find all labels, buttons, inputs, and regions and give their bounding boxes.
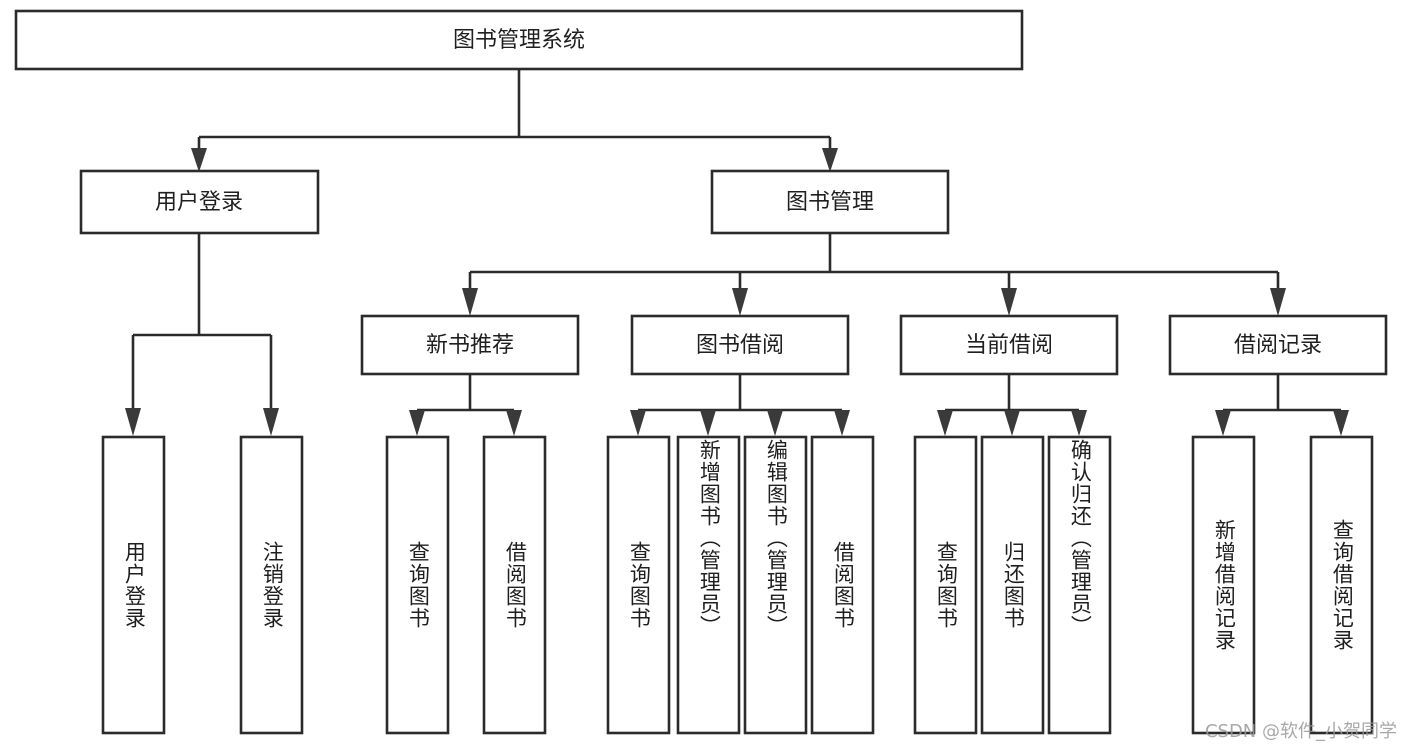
leaf-box-edit-book[interactable] bbox=[743, 435, 808, 735]
leaf-box-logout[interactable] bbox=[239, 435, 304, 735]
node-user-login-label: 用户登录 bbox=[155, 190, 243, 215]
node-book-borrow-label: 图书借阅 bbox=[696, 333, 784, 358]
node-book-borrow[interactable]: 图书借阅 bbox=[630, 314, 850, 376]
arrow-head-leaf-return-book bbox=[1004, 410, 1020, 436]
leaf-box-query-book-3[interactable] bbox=[913, 435, 978, 735]
node-current-borrow-label: 当前借阅 bbox=[965, 333, 1053, 358]
arrow-head-to-book-borrow bbox=[732, 288, 748, 316]
arrow-head-leaf-edit-book bbox=[767, 410, 783, 436]
leaf-box-add-record[interactable] bbox=[1191, 435, 1256, 735]
node-borrow-record-box[interactable] bbox=[1168, 314, 1388, 376]
node-book-manage-label: 图书管理 bbox=[786, 190, 874, 215]
arrow-head-to-borrow-record bbox=[1270, 288, 1286, 316]
arrow-head-leaf-query-book-3 bbox=[937, 410, 953, 436]
node-user-login[interactable]: 用户登录 bbox=[79, 169, 320, 235]
connector-group-user-login-to-leaves bbox=[125, 233, 279, 436]
connector-group-book-borrow-to-leaves bbox=[630, 374, 850, 436]
leaf-box-query-book-2[interactable] bbox=[606, 435, 671, 735]
watermark-text: CSDN @软件_小贺同学 bbox=[1204, 721, 1397, 742]
node-current-borrow[interactable]: 当前借阅 bbox=[899, 314, 1119, 376]
node-borrow-record-label: 借阅记录 bbox=[1234, 333, 1322, 358]
node-current-borrow-box[interactable] bbox=[899, 314, 1119, 376]
arrow-head-leaf-borrow-book-1 bbox=[506, 410, 522, 436]
arrow-head-leaf-query-record bbox=[1333, 410, 1349, 436]
connector-group-root-to-level2 bbox=[191, 69, 838, 172]
node-root-box[interactable] bbox=[14, 9, 1024, 71]
arrow-head-to-current-borrow bbox=[1001, 288, 1017, 316]
arrow-head-leaf-add-book bbox=[700, 410, 716, 436]
node-borrow-record[interactable]: 借阅记录 bbox=[1168, 314, 1388, 376]
node-user-login-box[interactable] bbox=[79, 169, 320, 235]
leaf-box-user-login[interactable] bbox=[101, 435, 166, 735]
node-new-book-recommend[interactable]: 新书推荐 bbox=[360, 314, 580, 376]
arrow-head-leaf-logout bbox=[263, 408, 279, 436]
arrow-head-leaf-query-book-2 bbox=[630, 410, 646, 436]
connector-group-current-borrow-to-leaves bbox=[937, 374, 1087, 436]
arrow-head-leaf-add-record bbox=[1215, 410, 1231, 436]
connector-group-borrow-record-to-leaves bbox=[1215, 374, 1349, 436]
leaf-box-query-book-1[interactable] bbox=[385, 435, 450, 735]
node-new-book-recommend-box[interactable] bbox=[360, 314, 580, 376]
arrow-head-to-book-manage bbox=[822, 148, 838, 172]
node-new-book-recommend-label: 新书推荐 bbox=[426, 333, 514, 358]
arrow-head-leaf-user-login bbox=[125, 408, 141, 436]
leaf-box-query-record[interactable] bbox=[1309, 435, 1374, 735]
arrow-head-to-new-book bbox=[462, 288, 478, 316]
node-root[interactable]: 图书管理系统 bbox=[14, 9, 1024, 71]
arrow-head-leaf-borrow-book-2 bbox=[834, 410, 850, 436]
node-root-label: 图书管理系统 bbox=[453, 28, 585, 53]
node-book-borrow-box[interactable] bbox=[630, 314, 850, 376]
arrow-head-leaf-confirm-return bbox=[1071, 410, 1087, 436]
connector-group-book-manage-to-level3 bbox=[462, 233, 1286, 316]
connector-group-new-book-to-leaves bbox=[409, 374, 522, 436]
leaf-box-add-book[interactable] bbox=[676, 435, 741, 735]
leaf-box-borrow-book-1[interactable] bbox=[482, 435, 547, 735]
node-book-manage[interactable]: 图书管理 bbox=[710, 169, 950, 235]
node-book-manage-box[interactable] bbox=[710, 169, 950, 235]
leaf-box-borrow-book-2[interactable] bbox=[810, 435, 875, 735]
leaf-box-return-book[interactable] bbox=[980, 435, 1045, 735]
arrow-head-to-user-login bbox=[191, 148, 207, 172]
leaf-box-confirm-return[interactable] bbox=[1047, 435, 1112, 735]
arrow-head-leaf-query-book-1 bbox=[409, 410, 425, 436]
